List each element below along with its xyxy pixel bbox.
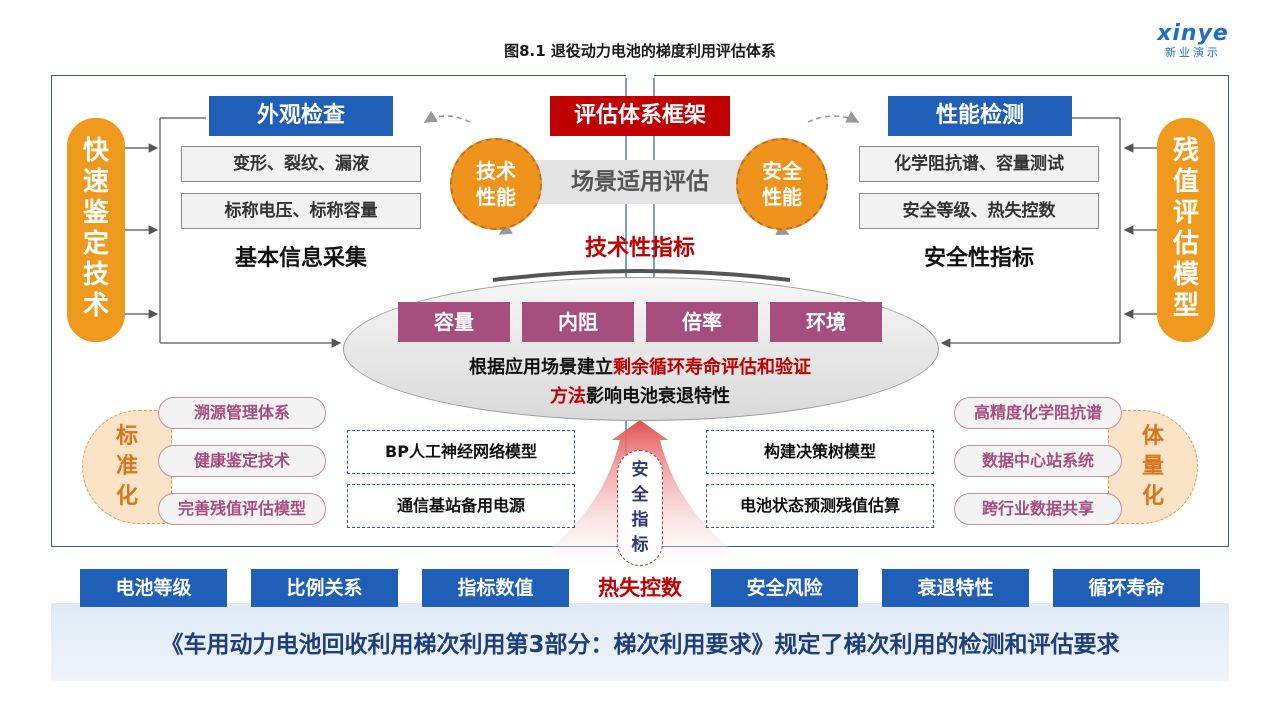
right-item-safety: 安全等级、热失控数 bbox=[859, 193, 1099, 229]
tech-performance-circle: 技术 性能 bbox=[450, 138, 542, 230]
safe-circle-line1: 安全 bbox=[762, 159, 802, 183]
base-station-box: 通信基站备用电源 bbox=[347, 484, 575, 528]
btn-index-value: 指标数值 bbox=[422, 569, 569, 607]
ellipse-text-1a: 根据应用场景建立 bbox=[469, 357, 613, 378]
left-item-nominal: 标称电压、标称容量 bbox=[181, 193, 421, 229]
std-char: 准 bbox=[115, 454, 138, 479]
ellipse-text-line2: 方法影响电池衰退特性 bbox=[380, 383, 900, 411]
ellipse-text-2a: 方法 bbox=[550, 386, 586, 407]
framework-header: 评估体系框架 bbox=[550, 96, 730, 136]
std-item-residual: 完善残值评估模型 bbox=[158, 493, 326, 525]
right-pill-char: 模 bbox=[1172, 260, 1199, 290]
vol-item-datacenter: 数据中心站系统 bbox=[954, 445, 1122, 477]
volume-label: 体 量 化 bbox=[1108, 410, 1198, 524]
safety-index-label: 安全性指标 bbox=[923, 246, 1034, 271]
btn-degradation: 衰退特性 bbox=[882, 569, 1029, 607]
right-pill-char: 残 bbox=[1172, 136, 1199, 166]
std-char: 化 bbox=[115, 484, 138, 509]
performance-test-header: 性能检测 bbox=[888, 96, 1072, 136]
state-prediction-box: 电池状态预测残值估算 bbox=[706, 484, 934, 528]
vol-item-impedance: 高精度化学阻抗谱 bbox=[954, 397, 1122, 429]
oval-char: 安 bbox=[631, 460, 649, 480]
scenario-evaluation: 场景适用评估 bbox=[520, 160, 760, 204]
decision-tree-box: 构建决策树模型 bbox=[706, 430, 934, 474]
btn-safety-risk: 安全风险 bbox=[711, 569, 858, 607]
std-char: 标 bbox=[115, 424, 138, 449]
ellipse-text-2b: 影响电池衰退特性 bbox=[586, 386, 730, 407]
standard-statement: 《车用动力电池回收利用梯次利用第3部分：梯次利用要求》规定了梯次利用的检测和评估… bbox=[160, 632, 1120, 658]
right-pill-char: 值 bbox=[1172, 167, 1199, 197]
std-item-health: 健康鉴定技术 bbox=[158, 445, 326, 477]
logo-subtext: 新业演示 bbox=[1165, 46, 1221, 59]
right-pill-char: 估 bbox=[1172, 229, 1199, 259]
logo: xinye 新业演示 bbox=[1148, 22, 1238, 60]
right-pill-char: 型 bbox=[1172, 291, 1199, 321]
logo-text: xinye bbox=[1157, 21, 1229, 46]
vol-char: 化 bbox=[1141, 484, 1164, 509]
appearance-check-header: 外观检查 bbox=[209, 96, 393, 136]
standardization-label: 标 准 化 bbox=[82, 410, 172, 524]
safe-circle-line2: 性能 bbox=[762, 185, 802, 209]
btn-battery-grade: 电池等级 bbox=[80, 569, 227, 607]
left-item-defects: 变形、裂纹、漏液 bbox=[181, 146, 421, 182]
tech-index-label: 技术性指标 bbox=[584, 236, 695, 261]
left-pill-char: 鉴 bbox=[82, 198, 109, 228]
tech-circle-line1: 技术 bbox=[476, 159, 516, 183]
vol-char: 体 bbox=[1141, 424, 1164, 449]
btn-ratio: 比例关系 bbox=[251, 569, 398, 607]
tech-circle-line2: 性能 bbox=[476, 185, 516, 209]
std-item-traceability: 溯源管理体系 bbox=[158, 397, 326, 429]
left-pill-char: 速 bbox=[82, 167, 109, 197]
safety-indicator-oval: 安 全 指 标 bbox=[617, 450, 663, 566]
bp-network-box: BP人工神经网络模型 bbox=[347, 430, 575, 474]
left-pill-char: 术 bbox=[82, 291, 109, 321]
metric-capacity: 容量 bbox=[398, 302, 510, 342]
core-ellipse bbox=[343, 277, 939, 421]
oval-char: 标 bbox=[631, 535, 649, 555]
oval-char: 全 bbox=[631, 485, 649, 505]
right-item-impedance: 化学阻抗谱、容量测试 bbox=[859, 146, 1099, 182]
thermal-runaway-label: 热失控数 bbox=[598, 576, 682, 600]
right-pill-char: 评 bbox=[1172, 198, 1199, 228]
left-pill-char: 技 bbox=[82, 260, 109, 290]
basic-info-label: 基本信息采集 bbox=[234, 246, 367, 271]
bottom-band bbox=[51, 603, 1229, 681]
residual-value-pill: 残 值 评 估 模 型 bbox=[1157, 118, 1215, 342]
ellipse-text-line1: 根据应用场景建立剩余循环寿命评估和验证 bbox=[380, 354, 900, 382]
rapid-identification-pill: 快 速 鉴 定 技 术 bbox=[67, 118, 125, 342]
vol-char: 量 bbox=[1141, 454, 1164, 479]
vol-item-sharing: 跨行业数据共享 bbox=[954, 493, 1122, 525]
metric-environment: 环境 bbox=[770, 302, 882, 342]
metric-resistance: 内阻 bbox=[522, 302, 634, 342]
btn-cycle-life: 循环寿命 bbox=[1053, 569, 1200, 607]
oval-char: 指 bbox=[631, 510, 649, 530]
metric-rate: 倍率 bbox=[646, 302, 758, 342]
left-pill-char: 快 bbox=[82, 136, 109, 166]
ellipse-text-1b: 剩余循环寿命评估和验证 bbox=[613, 357, 811, 378]
safety-performance-circle: 安全 性能 bbox=[736, 138, 828, 230]
left-pill-char: 定 bbox=[82, 229, 109, 259]
page-title: 图8.1 退役动力电池的梯度利用评估体系 bbox=[504, 42, 776, 60]
